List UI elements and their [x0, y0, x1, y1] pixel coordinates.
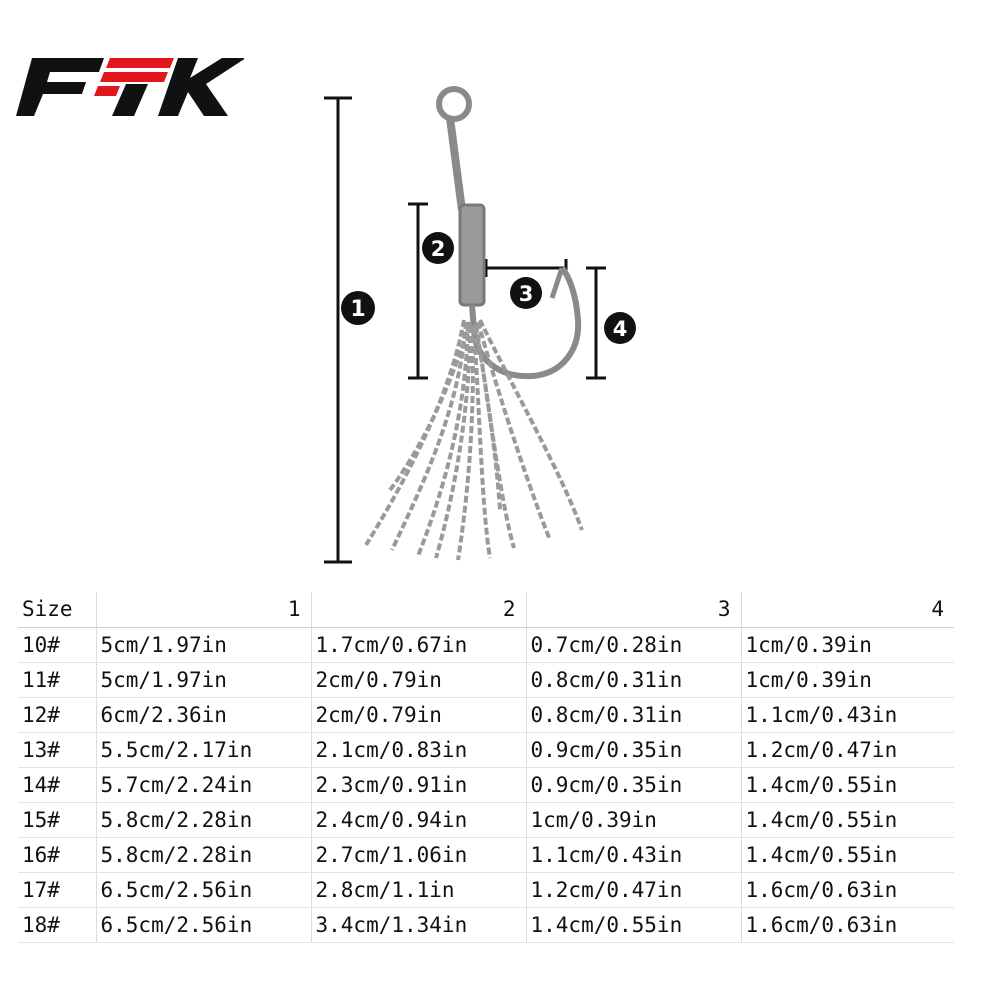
header-col-4: 4 — [741, 592, 954, 628]
dim-3-cell: 0.9cm/0.35in — [526, 732, 742, 768]
logo-letter-f — [16, 58, 104, 116]
assist-hook-icon — [364, 86, 584, 561]
dim-1-cell: 5cm/1.97in — [96, 662, 312, 698]
svg-text:1: 1 — [350, 297, 365, 322]
dimension-line-4 — [586, 266, 606, 380]
dim-3-cell: 1.1cm/0.43in — [526, 837, 742, 873]
dim-1-cell: 6cm/2.36in — [96, 697, 312, 733]
dim-2-cell: 1.7cm/0.67in — [311, 627, 527, 663]
size-cell: 16# — [18, 837, 97, 873]
dim-1-cell: 5.5cm/2.17in — [96, 732, 312, 768]
size-cell: 18# — [18, 907, 97, 943]
dim-4-cell: 1.2cm/0.47in — [741, 732, 954, 768]
marker-2: 2 — [422, 232, 454, 264]
dim-4-cell: 1.1cm/0.43in — [741, 697, 954, 733]
svg-text:2: 2 — [431, 237, 446, 261]
dim-3-cell: 1.4cm/0.55in — [526, 907, 742, 943]
size-cell: 11# — [18, 662, 97, 698]
dim-4-cell: 1cm/0.39in — [741, 627, 954, 663]
size-cell: 15# — [18, 802, 97, 838]
dim-2-cell: 2.3cm/0.91in — [311, 767, 527, 803]
dim-3-cell: 0.7cm/0.28in — [526, 627, 742, 663]
dim-1-cell: 5cm/1.97in — [96, 627, 312, 663]
dim-2-cell: 2.4cm/0.94in — [311, 802, 527, 838]
ftk-logo — [16, 58, 244, 116]
dim-4-cell: 1cm/0.39in — [741, 662, 954, 698]
dim-4-cell: 1.4cm/0.55in — [741, 837, 954, 873]
size-cell: 14# — [18, 767, 97, 803]
marker-3: 3 — [510, 277, 542, 309]
header-col-2: 2 — [311, 592, 527, 628]
dim-4-cell: 1.6cm/0.63in — [741, 907, 954, 943]
dim-2-cell: 2.1cm/0.83in — [311, 732, 527, 768]
dim-2-cell: 2cm/0.79in — [311, 697, 527, 733]
dim-2-cell: 3.4cm/1.34in — [311, 907, 527, 943]
dim-1-cell: 5.8cm/2.28in — [96, 802, 312, 838]
dim-2-cell: 2cm/0.79in — [311, 662, 527, 698]
dim-3-cell: 0.9cm/0.35in — [526, 767, 742, 803]
logo-letter-t — [94, 58, 174, 116]
dim-4-cell: 1.4cm/0.55in — [741, 802, 954, 838]
dim-1-cell: 5.7cm/2.24in — [96, 767, 312, 803]
dim-3-cell: 1.2cm/0.47in — [526, 872, 742, 908]
dim-1-cell: 5.8cm/2.28in — [96, 837, 312, 873]
header-col-3: 3 — [526, 592, 742, 628]
size-cell: 10# — [18, 627, 97, 663]
table-header-row: Size 1 2 3 4 — [18, 592, 954, 628]
header-col-1: 1 — [96, 592, 312, 628]
marker-1: 1 — [341, 291, 375, 325]
header-size: Size — [18, 592, 97, 628]
dimension-line-2 — [408, 202, 428, 380]
dimension-line-1 — [324, 96, 352, 564]
dim-4-cell: 1.6cm/0.63in — [741, 872, 954, 908]
dimension-line-3 — [484, 259, 568, 277]
dim-2-cell: 2.8cm/1.1in — [311, 872, 527, 908]
svg-text:4: 4 — [613, 317, 628, 341]
dim-3-cell: 1cm/0.39in — [526, 802, 742, 838]
hook-diagram: 1 2 3 4 — [324, 86, 636, 564]
dim-1-cell: 6.5cm/2.56in — [96, 907, 312, 943]
svg-text:3: 3 — [519, 282, 534, 306]
size-cell: 17# — [18, 872, 97, 908]
size-cell: 12# — [18, 697, 97, 733]
marker-4: 4 — [604, 312, 636, 344]
dim-3-cell: 0.8cm/0.31in — [526, 662, 742, 698]
dim-2-cell: 2.7cm/1.06in — [311, 837, 527, 873]
size-cell: 13# — [18, 732, 97, 768]
dim-3-cell: 0.8cm/0.31in — [526, 697, 742, 733]
dim-4-cell: 1.4cm/0.55in — [741, 767, 954, 803]
dim-1-cell: 6.5cm/2.56in — [96, 872, 312, 908]
logo-letter-k — [158, 58, 244, 116]
